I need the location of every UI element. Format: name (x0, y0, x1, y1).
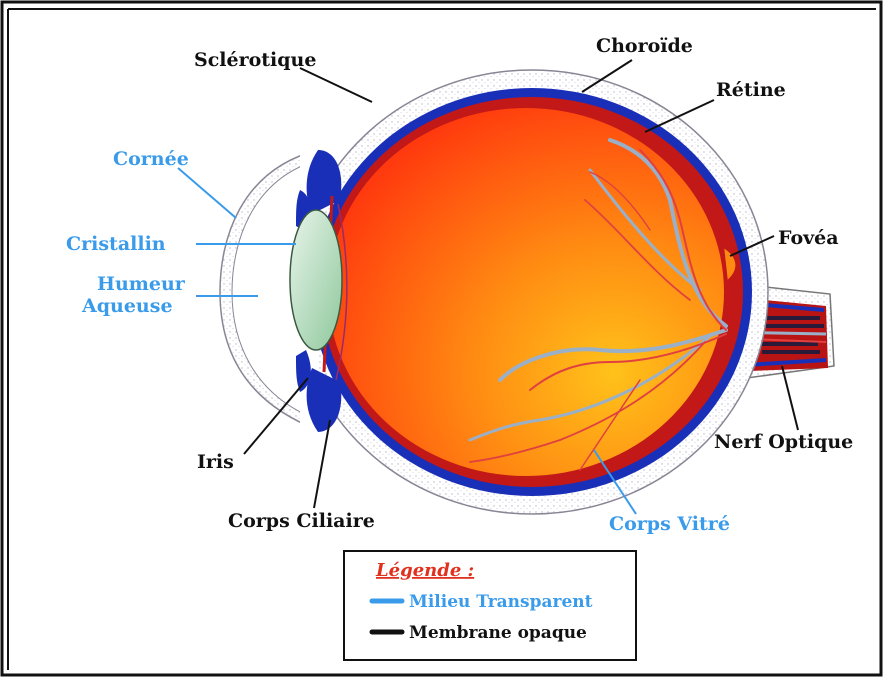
legend-title: Légende : (375, 560, 474, 581)
label-iris: Iris (197, 451, 234, 473)
label-nerf-optique: Nerf Optique (714, 431, 853, 453)
legend-item-opaque: Membrane opaque (409, 623, 587, 643)
lens (290, 210, 342, 350)
label-fovea: Fovéa (778, 227, 839, 249)
legend: Légende : Milieu Transparent Membrane op… (344, 551, 636, 660)
label-corps-ciliaire: Corps Ciliaire (228, 510, 375, 532)
label-cristallin: Cristallin (66, 233, 166, 255)
label-humeur: Humeur (97, 273, 186, 295)
label-corps-vitre: Corps Vitré (609, 513, 730, 535)
label-cornee: Cornée (113, 148, 189, 170)
label-aqueuse: Aqueuse (81, 295, 173, 317)
label-sclerotique: Sclérotique (194, 49, 316, 71)
label-choroide: Choroïde (596, 35, 693, 57)
legend-item-transparent: Milieu Transparent (409, 592, 593, 612)
label-retine: Rétine (716, 79, 786, 101)
